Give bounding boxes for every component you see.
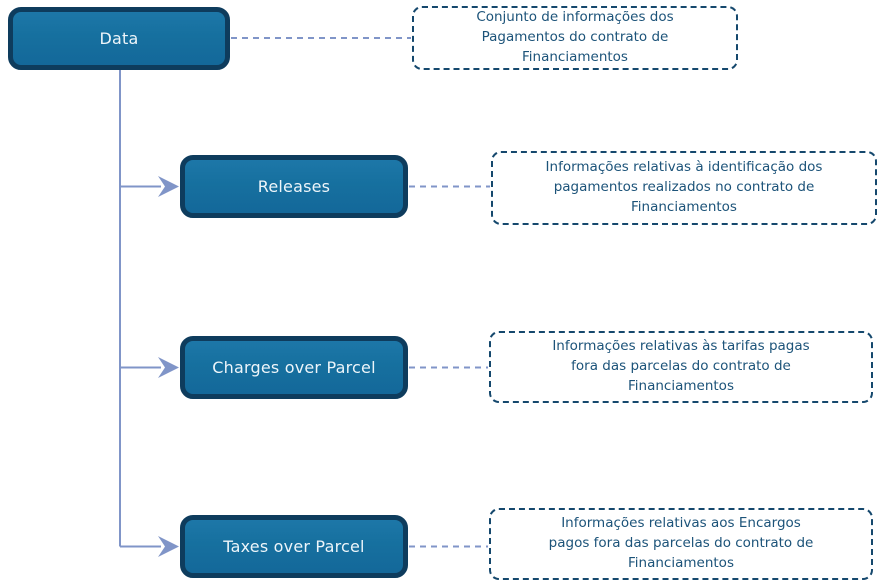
note-charges-text: Informações relativas às tarifas pagas f… <box>552 338 810 394</box>
node-charges-over-parcel[interactable]: Charges over Parcel <box>180 336 408 399</box>
node-releases[interactable]: Releases <box>180 155 408 218</box>
arrowhead-icon <box>158 536 179 557</box>
node-charges-label: Charges over Parcel <box>212 358 376 377</box>
node-data[interactable]: Data <box>8 7 230 70</box>
node-data-label: Data <box>99 29 139 48</box>
node-taxes-over-parcel[interactable]: Taxes over Parcel <box>180 515 408 578</box>
note-releases-text: Informações relativas à identificação do… <box>545 159 823 215</box>
note-releases[interactable]: Informações relativas à identificação do… <box>491 151 877 225</box>
note-taxes-text: Informações relativas aos Encargos pagos… <box>548 515 814 571</box>
note-data-text: Conjunto de informações dos Pagamentos d… <box>476 9 674 65</box>
arrowhead-icon <box>158 357 179 378</box>
note-charges-over-parcel[interactable]: Informações relativas às tarifas pagas f… <box>489 331 873 403</box>
note-taxes-over-parcel[interactable]: Informações relativas aos Encargos pagos… <box>489 508 873 580</box>
node-taxes-label: Taxes over Parcel <box>223 537 365 556</box>
arrowhead-icon <box>158 176 179 197</box>
note-data[interactable]: Conjunto de informações dos Pagamentos d… <box>412 6 738 70</box>
node-releases-label: Releases <box>257 177 331 196</box>
